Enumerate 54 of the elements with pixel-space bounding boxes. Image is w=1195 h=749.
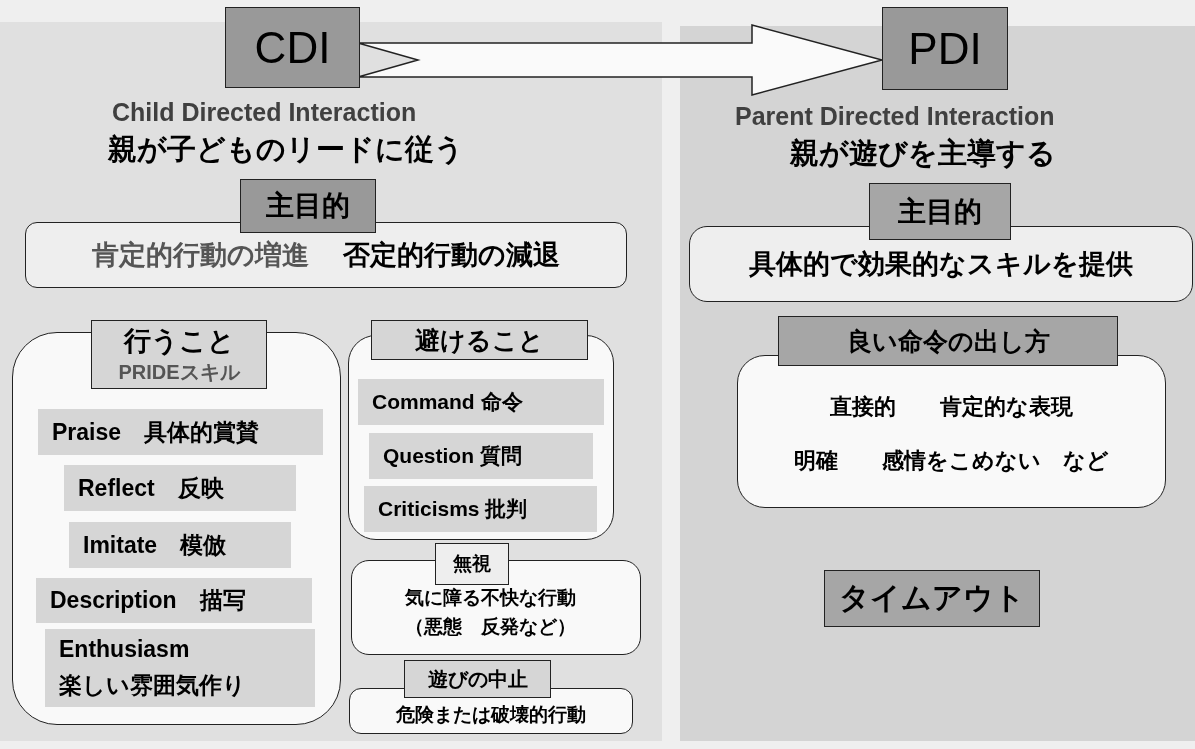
skill-box	[69, 522, 291, 568]
label-text: 直接的 肯定的な表現	[830, 393, 1073, 421]
skill-box	[36, 578, 312, 623]
heading-tab	[404, 660, 551, 698]
heading-tab	[824, 570, 1040, 627]
rounded-box	[25, 222, 627, 288]
label-text: 主目的	[266, 189, 350, 223]
skill-box	[364, 486, 597, 532]
heading-tab	[91, 320, 267, 389]
label-text: 行うこと	[123, 325, 235, 358]
heading: 親が子どものリードに従う	[108, 132, 464, 167]
label-text: Reflect 反映	[78, 473, 224, 503]
block-arrow	[357, 24, 885, 96]
rounded-box	[737, 355, 1166, 508]
label-text: Imitate 模倣	[83, 530, 227, 560]
label-text: 否定的行動の減退	[343, 239, 560, 272]
label-text: 肯定的行動の増進	[92, 239, 309, 272]
label-text: 良い命令の出し方	[846, 325, 1050, 357]
title-box	[225, 7, 360, 88]
label-text: PRIDEスキル	[118, 360, 240, 385]
label-text: 気に障る不快な行動（悪態 反発など）	[405, 586, 577, 640]
label-text: 具体的で効果的なスキルを提供	[749, 248, 1133, 281]
label-text: Enthusiasm 楽しい雰囲気作り	[59, 635, 247, 700]
heading-tab	[435, 543, 509, 585]
title-box	[882, 7, 1008, 90]
heading-tab	[371, 320, 588, 360]
label-text: 主目的	[898, 194, 982, 229]
rounded-box	[689, 226, 1193, 302]
label-text: Description 描写	[50, 586, 246, 615]
label-text: Question 質問	[383, 443, 522, 469]
label-text: タイムアウト	[839, 580, 1025, 616]
label-text: 無視	[453, 552, 491, 576]
skill-box	[358, 379, 604, 425]
label-text: 明確 感情をこめない など	[794, 447, 1109, 475]
skill-box	[369, 433, 593, 479]
heading-tab	[778, 316, 1118, 366]
skill-box	[45, 629, 315, 707]
subtitle: Parent Directed Interaction	[735, 102, 1055, 131]
heading-tab	[869, 183, 1011, 240]
skill-box	[64, 465, 296, 511]
title-text: PDI	[908, 23, 982, 74]
label-text: Praise 具体的賞賛	[52, 417, 260, 447]
heading: 親が遊びを主導する	[790, 136, 1056, 171]
subtitle: Child Directed Interaction	[112, 98, 417, 127]
label-text: 遊びの中止	[427, 666, 528, 692]
panel	[680, 26, 1195, 741]
label-text: Command 命令	[372, 389, 523, 415]
label-text: Criticisms 批判	[378, 496, 528, 522]
skill-box	[38, 409, 323, 455]
panel	[0, 22, 662, 741]
title-text: CDI	[254, 22, 331, 73]
heading-tab	[240, 179, 376, 233]
label-text: 避けること	[415, 324, 544, 356]
label-text: 危険または破壊的行動	[396, 703, 586, 727]
